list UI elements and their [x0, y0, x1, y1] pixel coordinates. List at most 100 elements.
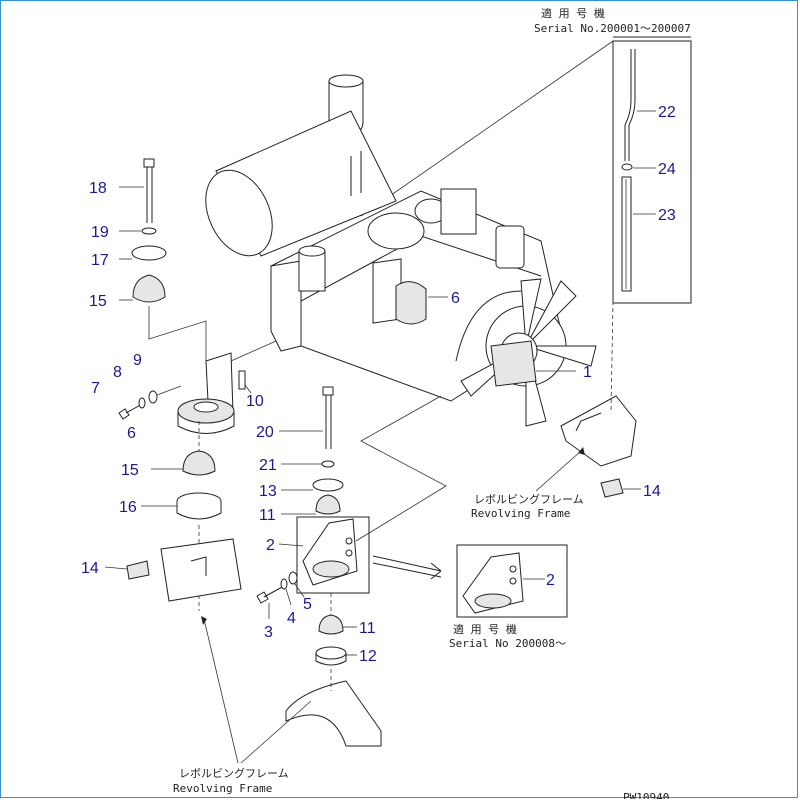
callout-19: 19 [91, 224, 109, 241]
alt-bracket-hole-a [509, 565, 517, 573]
leader-14-left [104, 566, 128, 570]
front-mount-bracket-1 [490, 340, 537, 387]
muffler-end [205, 169, 273, 257]
bracket-2-hole-a [345, 537, 353, 545]
note-top-applicable: 適 用 号 機 [541, 6, 605, 20]
cushion-15-lower [182, 450, 216, 476]
note-frame-en-right: Revolving Frame [471, 507, 570, 520]
washer-19 [141, 227, 157, 235]
callout-13: 13 [259, 483, 277, 500]
rear-mount-6-side [177, 411, 235, 434]
callout-11-lower: 11 [359, 620, 376, 637]
callout-1: 1 [583, 364, 592, 381]
callout-24: 24 [658, 161, 676, 178]
cushion-16-side [176, 501, 222, 520]
bolt-3-head [256, 591, 269, 604]
leader-4 [285, 588, 292, 606]
leader-frame-bottom [240, 700, 312, 764]
pin-10 [238, 370, 246, 390]
muffler-bracket [350, 151, 362, 196]
arrowhead-frame-left [201, 616, 207, 625]
callout-6-lower: 6 [127, 425, 136, 442]
leader-frame-right [535, 450, 582, 492]
callout-15-lower: 15 [121, 462, 139, 479]
alt-bracket-box [456, 544, 568, 618]
washer-9 [148, 390, 158, 404]
plate-17 [131, 245, 167, 261]
callout-18: 18 [89, 180, 107, 197]
arrow-to-alt-bracket-edge [372, 562, 442, 578]
turbocharger [367, 212, 425, 250]
callout-15-upper: 15 [89, 293, 107, 310]
callout-14-left: 14 [81, 560, 99, 577]
fan-belt [455, 290, 522, 362]
bolt-20-head [322, 386, 334, 396]
alt-bracket-hole-b [509, 577, 517, 585]
leader-bolt-to-mount [156, 385, 182, 396]
plate-12 [315, 646, 347, 660]
bracket-2-box [296, 516, 370, 594]
oil-gauge-part [621, 176, 632, 292]
dipstick-box [612, 40, 692, 304]
note-right-applicable: 適 用 号 機 [453, 622, 517, 636]
plate-12-side [315, 653, 347, 666]
callout-9: 9 [133, 352, 142, 369]
callout-23: 23 [658, 207, 676, 224]
washer-5 [288, 571, 298, 585]
leader-engine-to-bracket [355, 395, 447, 542]
note-right-serial: Serial No 200008～ [449, 637, 566, 650]
fan-blade-5 [520, 278, 542, 347]
frame-bracket-left [160, 538, 242, 602]
flywheel-housing [270, 260, 302, 352]
bolt-7-head [118, 408, 130, 420]
bracket-2-boss [312, 560, 350, 578]
frame-bracket-right-edge [575, 412, 602, 432]
bracket-2-hole-b [345, 549, 353, 557]
frame-bracket-left-slot [190, 556, 207, 576]
alt-bracket-boss [474, 593, 512, 609]
callout-3: 3 [264, 624, 273, 641]
leader-frame-left [203, 618, 239, 764]
leader-5 [294, 583, 305, 598]
bolt-3-shank [263, 585, 285, 598]
oil-filter-top [298, 245, 326, 257]
drawing-code: PW10940 [623, 791, 669, 799]
washer-21 [321, 460, 335, 468]
bolt-18-head [143, 158, 155, 168]
callout-14-right: 14 [643, 483, 661, 500]
plate-13 [312, 478, 344, 492]
filter-canister [495, 225, 525, 269]
callout-16: 16 [119, 499, 137, 516]
callout-2-center: 2 [266, 537, 275, 554]
callout-10: 10 [246, 393, 264, 410]
callout-6-upper: 6 [451, 290, 460, 307]
callout-22: 22 [658, 104, 676, 121]
centerline-right [610, 300, 614, 412]
callout-21: 21 [259, 457, 277, 474]
stopper-14-right [600, 478, 624, 498]
note-frame-jp-right: レボルビングフレーム [474, 492, 584, 506]
oil-filter [298, 250, 326, 292]
dipstick-tube [624, 49, 632, 161]
note-frame-en-bottom: Revolving Frame [173, 782, 272, 795]
leader-10 [244, 384, 252, 394]
cushion-15-upper [132, 274, 166, 303]
washer-4 [280, 578, 288, 590]
callout-5: 5 [303, 596, 312, 613]
washer-8 [138, 397, 146, 409]
leader-2-center [278, 543, 304, 547]
callout-17: 17 [91, 252, 109, 269]
intake-manifold [440, 188, 477, 235]
callout-12: 12 [359, 648, 377, 665]
exhaust-pipe-top [328, 74, 364, 88]
note-top-serial: Serial No.200001～200007 [534, 22, 691, 35]
fan-blade-1 [525, 280, 577, 347]
rear-mount-6-hole [193, 401, 219, 413]
fan-blade-2 [525, 345, 597, 367]
engine-mount-6-upper [395, 281, 427, 325]
callout-8: 8 [113, 364, 122, 381]
callout-7: 7 [91, 380, 100, 397]
callout-11-upper: 11 [259, 507, 276, 524]
